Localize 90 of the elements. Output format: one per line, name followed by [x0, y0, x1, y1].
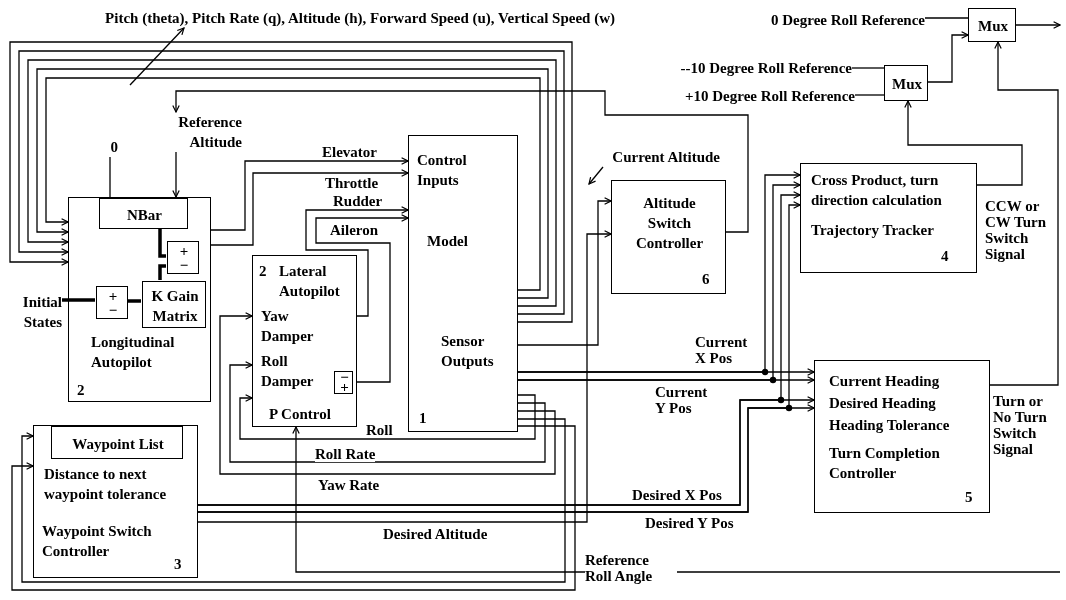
process-box — [33, 425, 198, 578]
block-text: NBar — [126, 206, 163, 225]
edge-label: Roll Rate — [315, 446, 376, 462]
thick-signal-line — [127, 299, 141, 303]
block-text: 2 — [259, 262, 267, 281]
edge-label: Aileron — [330, 222, 379, 238]
block-text: Desired Heading — [829, 394, 936, 413]
block-text: Yaw Damper — [261, 307, 315, 346]
edge-label: Desired Y Pos — [645, 515, 734, 531]
edge-label: Roll — [366, 422, 393, 438]
thick-signal-line — [158, 264, 166, 280]
process-box — [68, 197, 211, 402]
arrow — [904, 100, 1023, 186]
arrow — [239, 394, 536, 440]
block-text: Current Heading — [829, 372, 940, 391]
signal-label: Initial States — [12, 292, 62, 332]
arrow — [219, 312, 556, 475]
arrow — [989, 41, 1059, 386]
signal-label: +10 Degree Roll Reference — [633, 86, 855, 106]
arrow — [588, 166, 604, 185]
process-box — [99, 198, 188, 229]
block-text: Roll Damper — [261, 352, 315, 391]
block-text: Lateral Autopilot — [279, 262, 341, 301]
edge-label: Rudder — [333, 193, 383, 209]
mux-box — [968, 8, 1016, 42]
signal-label: Reference Altitude — [158, 112, 242, 152]
edge-label: CCW or CW Turn Switch Signal — [985, 198, 1049, 262]
block-text: Turn Completion Controller — [829, 444, 941, 483]
process-box — [408, 135, 518, 432]
block-text: 4 — [941, 247, 949, 266]
arrow — [129, 27, 185, 86]
arrow — [517, 197, 612, 346]
signal-line — [854, 94, 885, 96]
arrow — [927, 31, 969, 83]
arrow — [1015, 21, 1061, 29]
edge-label: Reference Roll Angle — [585, 552, 677, 584]
block-text: P Control — [269, 405, 331, 424]
signal-label: --10 Degree Roll Reference — [633, 58, 852, 78]
block-text: Mux — [977, 17, 1009, 36]
arrow — [305, 206, 409, 317]
process-box — [252, 255, 357, 427]
arrow — [210, 169, 409, 246]
mux-box — [884, 65, 928, 101]
block-text: 2 — [77, 381, 85, 400]
process-box — [611, 180, 726, 294]
block-text: 3 — [174, 555, 182, 574]
signal-line — [109, 156, 111, 198]
list-box — [51, 426, 183, 459]
block-text: Distance to next waypoint tolerance — [44, 465, 168, 504]
signal-label: Current Altitude — [592, 147, 720, 167]
arrow — [210, 157, 409, 231]
block-text: Cross Product, turn direction calculation — [811, 171, 943, 210]
block-text: Longitudinal Autopilot — [91, 333, 176, 372]
edge-label: Desired Altitude — [383, 526, 488, 542]
arrow — [197, 230, 612, 523]
edge-label: Throttle — [325, 175, 379, 191]
process-box — [800, 163, 977, 273]
signal-label: Pitch (theta), Pitch Rate (q), Altitude (h), Forward Speed (u), Vertical Speed (w) — [10, 8, 615, 28]
block-text: K Gain Matrix — [150, 287, 200, 326]
arrow — [172, 151, 180, 198]
arrow — [172, 90, 749, 233]
sum-box — [167, 241, 199, 274]
thick-signal-line — [62, 298, 95, 302]
block-text: 5 — [965, 488, 973, 507]
signal-line — [851, 67, 885, 69]
block-text: 1 — [419, 409, 427, 428]
block-text: Altitude Switch Controller — [634, 194, 705, 253]
edge-label: Desired X Pos — [632, 487, 722, 503]
thick-signal-line — [158, 228, 166, 258]
block-text: Waypoint List — [71, 435, 165, 454]
edge-label: Yaw Rate — [318, 477, 380, 493]
block-text: Control Inputs — [417, 151, 468, 190]
sum-box — [96, 286, 128, 319]
signal-label: 0 Degree Roll Reference — [733, 10, 925, 30]
edge-label: Elevator — [322, 144, 377, 160]
block-text: Sensor Outputs — [441, 332, 495, 371]
signal-line — [924, 17, 969, 19]
block-text: Trajectory Tracker — [811, 221, 934, 240]
block-text: Mux — [891, 75, 923, 94]
signal-label: 0 — [103, 137, 118, 157]
arrow — [315, 214, 409, 383]
arrow — [229, 361, 546, 463]
sum-box — [334, 371, 353, 394]
block-text: Heading Tolerance — [829, 416, 950, 435]
block-text: Model — [427, 232, 469, 251]
block-text: Waypoint Switch Controller — [42, 522, 153, 561]
process-box — [814, 360, 990, 513]
block-text: 6 — [702, 270, 710, 289]
arrow — [292, 426, 1061, 573]
gain-box — [142, 281, 206, 328]
